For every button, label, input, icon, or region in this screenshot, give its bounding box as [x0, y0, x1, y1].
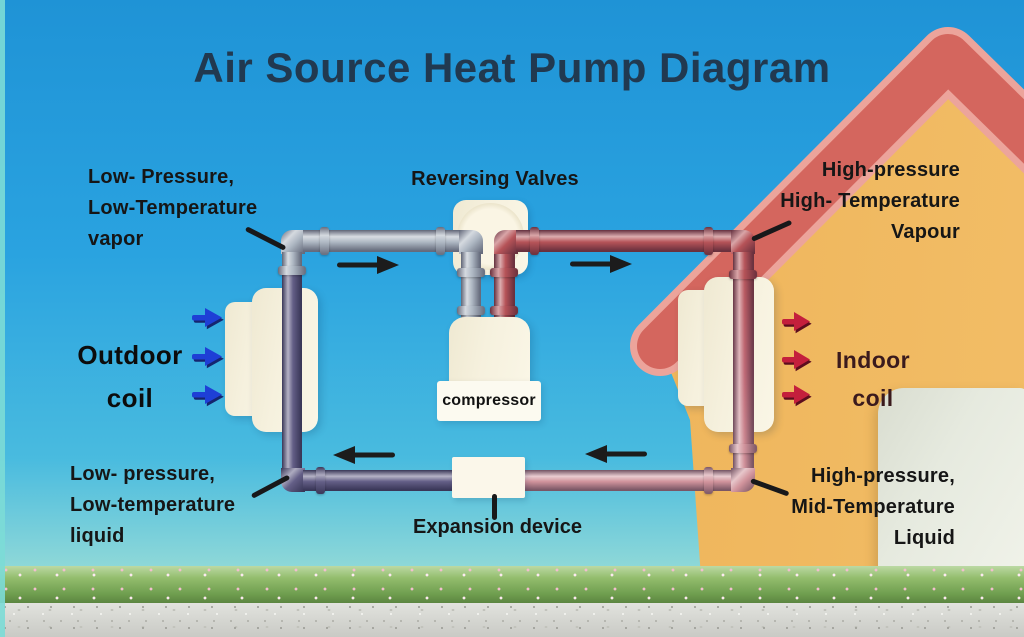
pipe-bend-valve-left	[459, 230, 483, 254]
pipe-coupling	[316, 467, 325, 494]
air-arrow-blue-2	[192, 347, 224, 369]
page-title: Air Source Heat Pump Diagram	[193, 44, 831, 91]
pipe-suction-top	[303, 230, 461, 252]
expansion-device-body	[452, 457, 525, 498]
grass-strip	[0, 566, 1024, 606]
label-reversing-valves: Reversing Valves	[411, 168, 579, 190]
air-arrow-red-3	[782, 385, 812, 407]
pipe-bend-bottom-left	[281, 468, 305, 492]
pipe-coupling	[490, 306, 518, 315]
pipe-coupling	[490, 268, 518, 277]
pipe-coupling	[729, 270, 757, 279]
flow-arrow-left-bottom-right	[585, 445, 647, 463]
label-outdoor-coil: Outdoor coil	[77, 340, 183, 413]
pipe-outdoor-coil-vertical	[282, 270, 302, 472]
flow-arrow-right-top-right	[570, 255, 632, 273]
pipe-coupling	[457, 306, 485, 315]
label-high-pressure-liquid: High-pressure, Mid-Temperature Liquid	[791, 465, 955, 549]
pipe-liquid-bottom-left	[303, 470, 460, 491]
compressor-label: compressor	[442, 392, 536, 409]
label-high-pressure-vapour: High-pressure High- Temperature Vapour	[780, 159, 960, 243]
pavement-strip	[0, 603, 1024, 637]
air-arrow-red-1	[782, 312, 812, 334]
pipe-coupling	[436, 227, 445, 255]
label-expansion-device: Expansion device	[413, 516, 582, 538]
air-arrow-blue-3	[192, 385, 224, 407]
flow-arrow-right-top-left	[337, 256, 399, 274]
left-edge-strip	[0, 0, 5, 637]
compressor-base: compressor	[437, 381, 541, 421]
pipe-coupling	[704, 227, 713, 255]
pipe-coupling	[704, 467, 713, 494]
pipe-coupling	[278, 266, 306, 275]
pipe-bend-top-left	[281, 230, 305, 254]
label-low-pressure-vapor: Low- Pressure, Low-Temperature vapor	[88, 166, 258, 250]
air-arrow-red-2	[782, 350, 812, 372]
flow-arrow-left-bottom-left	[333, 446, 395, 464]
label-indoor-coil: Indoor coil	[836, 347, 910, 411]
pipe-bend-top-right	[731, 230, 755, 254]
pipe-discharge-top	[516, 230, 733, 252]
air-arrow-blue-1	[192, 308, 224, 330]
indoor-radiator-unit	[878, 388, 1024, 592]
compressor-body	[449, 317, 530, 387]
pipe-liquid-bottom-right	[460, 470, 733, 491]
pipe-coupling	[457, 268, 485, 277]
leader-line-expansion-device	[492, 494, 497, 520]
pipe-coupling	[530, 227, 539, 255]
label-low-pressure-liquid: Low- pressure, Low-temperature liquid	[70, 463, 236, 547]
pipe-coupling	[320, 227, 329, 255]
pipe-bend-valve-right	[494, 230, 518, 254]
pipe-coupling	[729, 444, 757, 453]
pipe-indoor-coil-vertical	[733, 252, 754, 472]
